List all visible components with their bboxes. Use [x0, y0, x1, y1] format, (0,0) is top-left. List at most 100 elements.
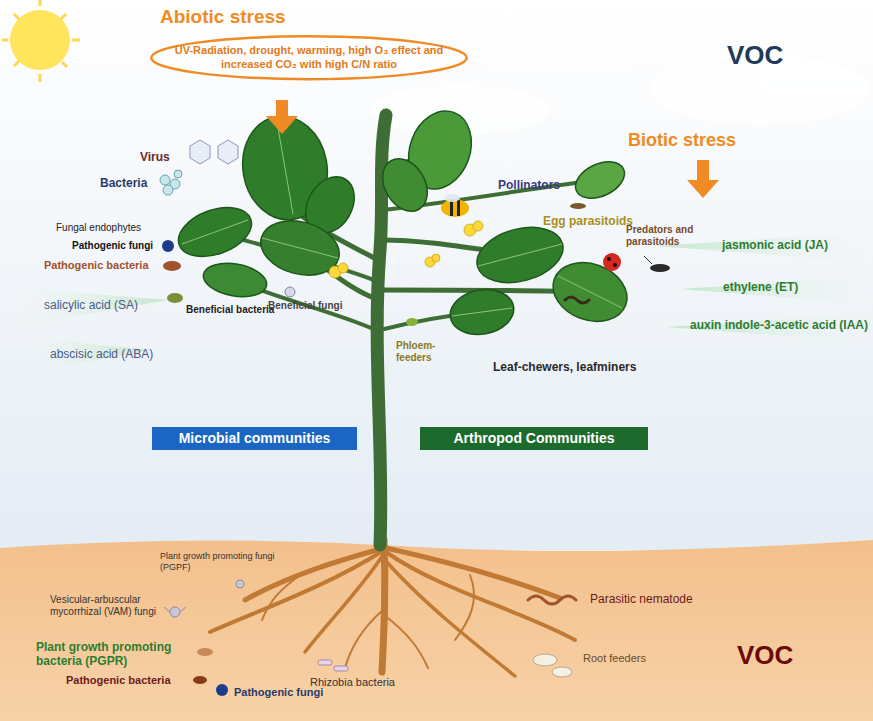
- illustration-label: Pathogenic bacteria: [44, 259, 149, 272]
- illustration-label: VOC: [727, 40, 783, 71]
- illustration-label: Pollinators: [498, 178, 560, 192]
- leaves: [447, 285, 518, 339]
- illustration-label: auxin indole-3-acetic acid (IAA): [690, 318, 868, 332]
- soil-organisms: [170, 607, 180, 617]
- hormone-plumes: [680, 276, 870, 304]
- arrows: [266, 116, 298, 134]
- arthropods: [406, 194, 670, 326]
- soil-organisms: [318, 660, 332, 665]
- hormone-plumes: [665, 314, 870, 342]
- illustration-label: Pathogenic fungi: [72, 240, 153, 252]
- illustration-label: Biotic stress: [628, 130, 736, 152]
- arthropods: [607, 257, 611, 261]
- illustration-label: abscisic acid (ABA): [50, 347, 153, 361]
- soil-organisms: [528, 596, 576, 604]
- illustration-label: Pathogenic fungi: [234, 686, 323, 699]
- arthropods: [444, 194, 460, 202]
- arthropods: [406, 318, 418, 326]
- callout-heading: Abiotic stress: [148, 6, 470, 29]
- leaves: [201, 259, 270, 302]
- soil-organisms: [193, 676, 207, 684]
- sun: [14, 14, 19, 19]
- sun: [61, 14, 66, 19]
- soil-organisms: [236, 580, 244, 588]
- roots: [345, 610, 383, 668]
- microbes-above: [218, 140, 238, 164]
- illustration-label: salicylic acid (SA): [44, 298, 138, 312]
- arrows: [687, 180, 719, 198]
- stress-callout: Abiotic stressUV-Radiation, drought, war…: [148, 6, 470, 80]
- arthropods: [644, 256, 652, 264]
- illustration-label: Root feeders: [583, 652, 646, 665]
- microbes-above: [174, 170, 182, 178]
- leaf-veins: [478, 244, 562, 266]
- leaves: [545, 253, 636, 332]
- roots: [455, 575, 474, 640]
- hormone-plumes: [20, 232, 870, 372]
- illustration-label: Pathogenic bacteria: [66, 674, 171, 687]
- illustration-label: Parasitic nematode: [590, 592, 693, 606]
- callout-ellipse: UV-Radiation, drought, warming, high O₃ …: [148, 35, 470, 81]
- clouds: [440, 10, 680, 70]
- arthropods: [613, 263, 617, 267]
- soil-organisms: [318, 660, 348, 671]
- sun: [2, 39, 8, 42]
- leaves: [374, 151, 437, 219]
- microbes-above: [163, 261, 181, 271]
- soil-organisms: [197, 648, 213, 656]
- illustration-label: ethylene (ET): [723, 280, 798, 294]
- leaves: [570, 155, 631, 206]
- roots: [305, 555, 383, 652]
- roots: [262, 575, 300, 620]
- illustration-label: Phloem-feeders: [396, 340, 452, 364]
- community-box: Arthropod Communities: [420, 427, 648, 450]
- flowers: [338, 263, 348, 273]
- illustration-label: Leaf-chewers, leafminers: [493, 360, 636, 374]
- soil-organisms: [164, 607, 186, 612]
- illustration-label: Plant growth promoting bacteria (PGPR): [36, 640, 196, 669]
- microbes-above: [160, 140, 295, 303]
- microbes-above: [160, 175, 170, 185]
- illustration-label: Vesicular-arbuscular mycorrhizal (VAM) f…: [50, 594, 168, 618]
- illustration-label: Bacteria: [100, 176, 147, 190]
- microbes-above: [285, 287, 295, 297]
- sun: [39, 0, 42, 6]
- leaf-veins: [182, 220, 248, 244]
- community-box: Microbial communities: [152, 427, 357, 450]
- sun: [2, 0, 80, 82]
- sun: [72, 39, 80, 42]
- sun: [62, 62, 67, 67]
- microbes-above: [190, 140, 238, 164]
- box-title: Arthropod Communities: [454, 430, 615, 448]
- microbes-above: [167, 293, 183, 303]
- box-title: Microbial communities: [179, 430, 331, 448]
- arthropods: [565, 297, 589, 303]
- callout-text: UV-Radiation, drought, warming, high O₃ …: [174, 44, 444, 72]
- illustration-label: jasmonic acid (JA): [722, 238, 828, 252]
- soil-organisms: [334, 666, 348, 671]
- leaves: [255, 213, 346, 284]
- leaf-veins: [277, 122, 293, 214]
- illustration-label: Fungal endophytes: [56, 222, 141, 234]
- illustration-label: Plant growth promoting fungi (PGPF): [160, 551, 280, 573]
- microbes-above: [190, 140, 210, 164]
- flowers: [473, 221, 483, 231]
- arthropods: [457, 200, 460, 216]
- ellipse-outline: [151, 36, 467, 79]
- roots: [385, 560, 515, 676]
- sun: [10, 10, 70, 70]
- sky: [0, 0, 873, 550]
- soil-organisms: [216, 684, 228, 696]
- hormone-plumes: [655, 232, 870, 262]
- soil-organisms: [164, 580, 576, 696]
- roots: [386, 552, 575, 640]
- arrows: [276, 100, 288, 116]
- arthropods: [603, 253, 621, 271]
- microbes-above: [163, 185, 173, 195]
- microbes-above: [162, 240, 174, 252]
- illustration-label: Rhizobia bacteria: [310, 676, 395, 689]
- soil: [0, 540, 873, 721]
- hormone-plumes: [20, 288, 168, 326]
- sun: [2, 0, 80, 82]
- microbes-above: [160, 170, 182, 195]
